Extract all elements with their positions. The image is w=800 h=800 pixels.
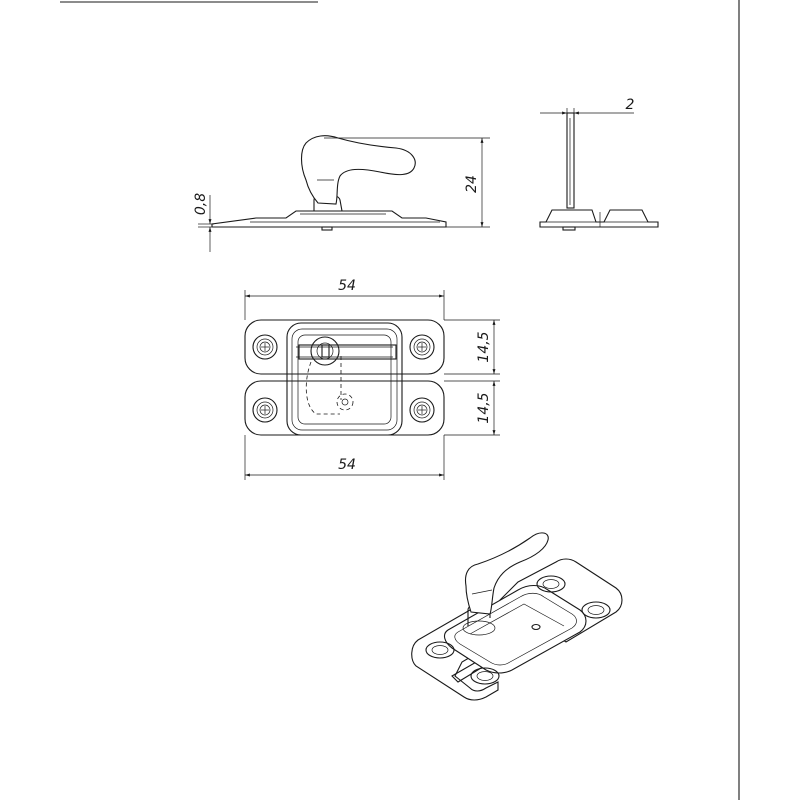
plan-view — [244, 290, 500, 480]
dim-lower-half-height: 14,5 — [476, 392, 492, 423]
iso-screw-hole-right — [581, 601, 611, 619]
iso-screw-hole-top — [536, 575, 566, 593]
iso-screw-hole-bottom — [470, 667, 500, 685]
drawing-frame — [60, 0, 740, 800]
isometric-view — [411, 532, 623, 701]
screw-hole-bottom-right — [409, 397, 435, 423]
dim-total-height: 24 — [464, 175, 480, 193]
screw-hole-bottom-left — [252, 397, 278, 423]
dim-upper-half-height: 14,5 — [476, 331, 492, 362]
screw-hole-top-right — [409, 334, 435, 360]
screw-hole-top-left — [252, 334, 278, 360]
iso-screw-hole-left — [425, 641, 455, 659]
front-view — [198, 135, 490, 252]
dim-handle-thickness: 2 — [626, 97, 635, 113]
dim-plate-thickness: 0,8 — [193, 193, 209, 215]
dim-bottom-width: 54 — [338, 457, 356, 473]
dim-top-width: 54 — [338, 278, 356, 294]
side-view — [539, 108, 659, 231]
